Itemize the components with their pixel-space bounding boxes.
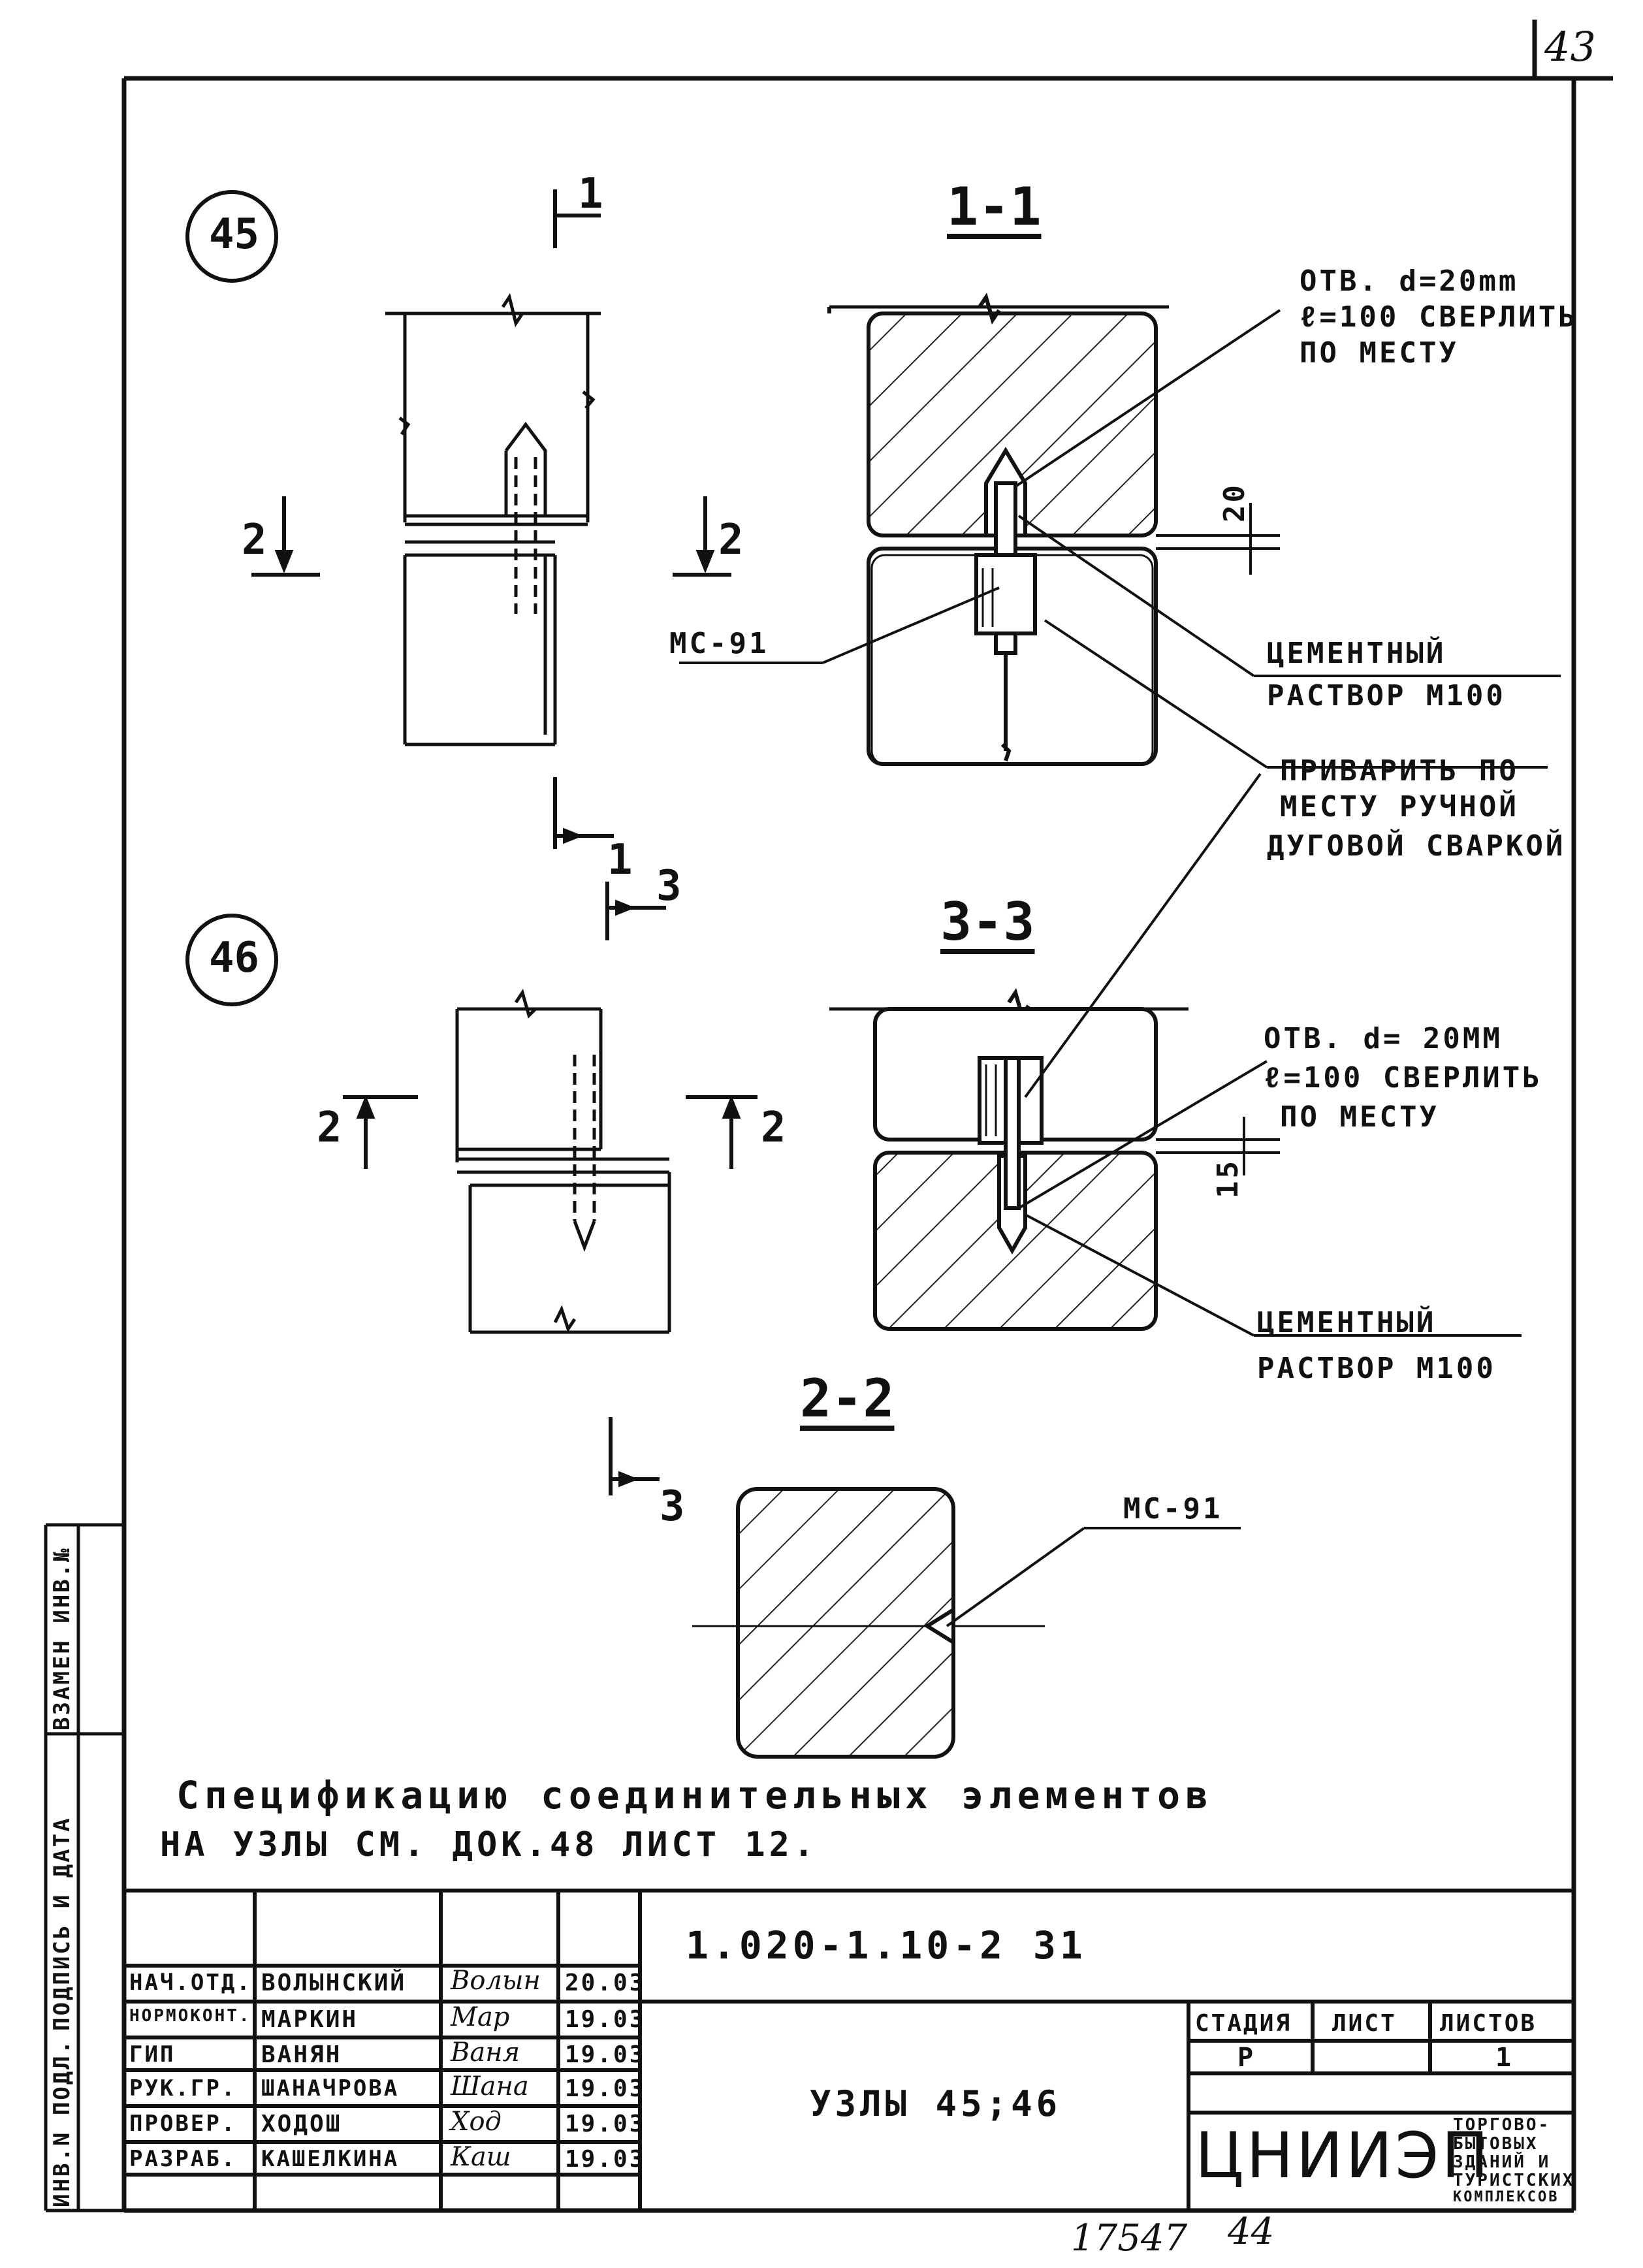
dim-20 xyxy=(1156,503,1280,575)
node-circles xyxy=(185,190,278,1006)
cut-2-right-label-46: 2 xyxy=(761,1104,786,1152)
stage-header: СТАДИЯ xyxy=(1195,2010,1292,2037)
row-date: 19.03 xyxy=(565,2006,646,2033)
sheets-header: ЛИСТОВ xyxy=(1440,2010,1537,2037)
sheet-header: ЛИСТ xyxy=(1332,2010,1397,2037)
spec-note-line2: НА УЗЛЫ СМ. ДОК.48 ЛИСТ 12. xyxy=(160,1825,818,1864)
row-date: 19.03 xyxy=(565,2041,646,2068)
cut-2-right-label: 2 xyxy=(718,516,744,564)
title-block-grid xyxy=(124,1889,1574,2211)
cement-note-2-line1: ЦЕМЕНТНЫЙ xyxy=(1257,1306,1437,1339)
row-signature: Ход xyxy=(451,2107,502,2137)
dim-20-label: 20 xyxy=(1218,483,1251,522)
row-role: ПРОВЕР. xyxy=(129,2111,237,2137)
hole-note-2-line3: ПО МЕСТУ xyxy=(1280,1100,1439,1134)
hole-note-1-line1: ОТВ. d=20mm xyxy=(1300,264,1519,298)
section-title-3-3: 3-3 xyxy=(940,891,1035,952)
row-role: ГИП xyxy=(129,2041,176,2068)
org-name: ЦНИИЭП xyxy=(1195,2119,1491,2192)
cut-2-marks-45 xyxy=(251,496,731,577)
row-name: ВОЛЫНСКИЙ xyxy=(261,1970,407,1996)
hole-note-1-line2: ℓ=100 СВЕРЛИТЬ xyxy=(1300,300,1578,334)
node45-plan xyxy=(385,293,601,746)
cement-note-1-line2: РАСТВОР М100 xyxy=(1267,679,1506,712)
cement-note-1-line1: ЦЕМЕНТНЫЙ xyxy=(1267,637,1446,670)
section-1-1 xyxy=(827,292,1169,766)
row-date: 19.03 xyxy=(565,2075,646,2102)
org-sub-5: КОМПЛЕКСОВ xyxy=(1453,2189,1559,2205)
row-name: ХОДОШ xyxy=(261,2111,342,2137)
sheet-frame xyxy=(121,20,1613,2213)
section-title-2-2: 2-2 xyxy=(800,1368,895,1429)
org-sub-4: ТУРИСТСКИХ xyxy=(1453,2171,1575,2190)
cut-3-top-label: 3 xyxy=(656,862,682,910)
node-45-label: 45 xyxy=(209,210,260,259)
section-2-2 xyxy=(692,1487,1045,1759)
node-46-label: 46 xyxy=(209,934,260,982)
row-signature: Мар xyxy=(451,2002,510,2032)
hole-note-2-line1: ОТВ. d= 20ММ xyxy=(1264,1022,1503,1055)
row-signature: Ваня xyxy=(451,2037,520,2068)
section-title-1-1: 1-1 xyxy=(947,176,1042,237)
row-signature: Волын xyxy=(451,1966,541,1996)
org-sub-2: БЫТОВЫХ xyxy=(1453,2134,1539,2154)
side-stamp-inv: ИНВ.N ПОДЛ. xyxy=(49,2038,75,2207)
mc91-label-1: МС-91 xyxy=(669,627,769,660)
archive-number: 17547 xyxy=(1071,2217,1188,2260)
side-stamp-replace: ВЗАМЕН ИНВ.№ xyxy=(49,1546,75,1731)
side-stamp-frame xyxy=(44,1523,124,2212)
org-sub-1: ТОРГОВО- xyxy=(1453,2115,1551,2135)
weld-note-line2: МЕСТУ РУЧНОЙ xyxy=(1280,790,1519,823)
sheets-value: 1 xyxy=(1495,2043,1514,2073)
row-date: 19.03 xyxy=(565,2111,646,2137)
weld-note-line3: ДУГОВОЙ СВАРКОЙ xyxy=(1267,829,1566,863)
page-number: 43 xyxy=(1544,23,1596,71)
sheet-sequence-number: 44 xyxy=(1228,2211,1275,2253)
row-signature: Каш xyxy=(451,2142,511,2172)
drawing-title: УЗЛЫ 45;46 xyxy=(810,2083,1062,2124)
doc-code: 1.020-1.10-2 31 xyxy=(686,1923,1087,1968)
section-3-3 xyxy=(829,987,1188,1331)
row-role: НОРМОКОНТ. xyxy=(129,2006,251,2026)
cut-2-marks-46 xyxy=(343,1094,758,1169)
cut-1-bottom-label: 1 xyxy=(607,836,633,884)
hole-note-2-line2: ℓ=100 СВЕРЛИТЬ xyxy=(1264,1061,1542,1094)
cut-1-top-label: 1 xyxy=(578,170,603,218)
cut-3-bottom-label: 3 xyxy=(660,1482,685,1531)
leader-lines xyxy=(679,309,1561,1627)
dim-15-label: 15 xyxy=(1211,1158,1245,1198)
row-date: 20.03 xyxy=(565,1970,646,1996)
cut-2-left-label-46: 2 xyxy=(317,1104,342,1152)
row-role: НАЧ.ОТД. xyxy=(129,1970,252,1996)
spec-note-line1: Спецификацию соединительных элементов xyxy=(176,1773,1214,1817)
cut-1-marks xyxy=(553,189,614,849)
row-role: РАЗРАБ. xyxy=(129,2146,237,2172)
row-date: 19.03 xyxy=(565,2146,646,2173)
row-name: ШАНАЧРОВА xyxy=(261,2075,400,2101)
stage-value: Р xyxy=(1237,2043,1256,2073)
row-name: КАШЕЛКИНА xyxy=(261,2146,400,2172)
cut-3-marks xyxy=(605,882,666,1495)
side-stamp-sign: ПОДПИСЬ И ДАТА xyxy=(49,1816,75,2031)
row-name: ВАНЯН xyxy=(261,2041,342,2068)
hole-note-1-line3: ПО МЕСТУ xyxy=(1300,336,1459,370)
dim-15 xyxy=(1156,1117,1280,1175)
mc91-label-2: МС-91 xyxy=(1123,1492,1223,1525)
row-signature: Шана xyxy=(451,2071,529,2101)
org-sub-3: ЗДАНИЙ И xyxy=(1453,2152,1551,2172)
row-role: РУК.ГР. xyxy=(129,2075,237,2101)
weld-note-line1: ПРИВАРИТЬ ПО xyxy=(1280,754,1519,788)
node46-plan xyxy=(455,989,671,1334)
row-name: МАРКИН xyxy=(261,2006,359,2033)
cut-2-left-label: 2 xyxy=(242,516,267,564)
cement-note-2-line2: РАСТВОР М100 xyxy=(1257,1352,1496,1385)
